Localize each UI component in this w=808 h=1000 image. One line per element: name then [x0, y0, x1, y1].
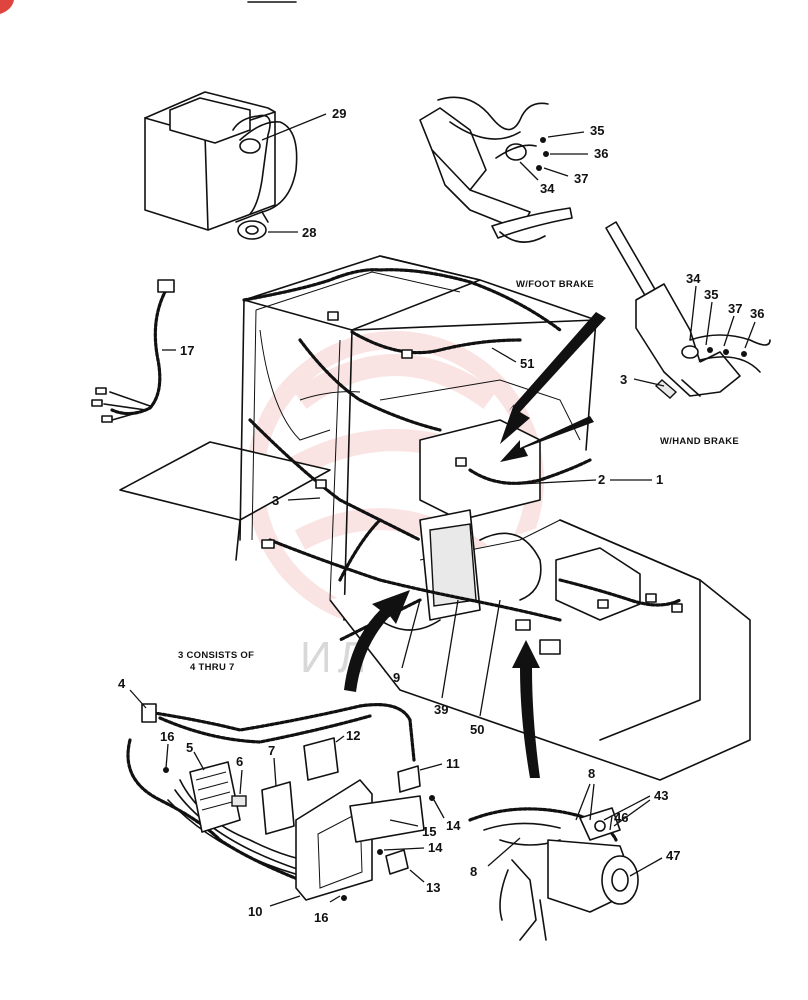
callout-10: 10 [248, 904, 262, 919]
callout-35-foot: 35 [590, 123, 604, 138]
arrow-hand-brake [500, 416, 594, 462]
harness-3-detail [126, 703, 435, 901]
callout-16-b: 16 [314, 910, 328, 925]
callout-1: 1 [656, 472, 663, 487]
callout-2: 2 [598, 472, 605, 487]
caption-hand-brake: W/HAND BRAKE [660, 436, 739, 447]
callout-43: 43 [654, 788, 668, 803]
caption-foot-brake: W/FOOT BRAKE [516, 279, 594, 290]
callout-36-foot: 36 [594, 146, 608, 161]
callout-9: 9 [393, 670, 400, 685]
callout-5: 5 [186, 740, 193, 755]
battery-assembly [144, 91, 298, 240]
callout-14-a: 14 [446, 818, 461, 833]
callout-7: 7 [268, 743, 275, 758]
callout-8-left: 8 [470, 864, 477, 879]
callout-17: 17 [180, 343, 194, 358]
starter-detail [468, 807, 639, 941]
callout-3-hand: 3 [620, 372, 627, 387]
caption-consists-2: 4 THRU 7 [190, 662, 235, 673]
callout-6: 6 [236, 754, 243, 769]
callout-4: 4 [118, 676, 126, 691]
callout-29: 29 [332, 106, 346, 121]
callout-34-hand: 34 [686, 271, 701, 286]
hand-brake-assembly [605, 221, 771, 399]
callout-37-foot: 37 [574, 171, 588, 186]
callout-14-b: 14 [428, 840, 443, 855]
cab-structure [119, 255, 751, 781]
callout-37-hand: 37 [728, 301, 742, 316]
callout-50: 50 [470, 722, 484, 737]
callout-12: 12 [346, 728, 360, 743]
callout-16-a: 16 [160, 729, 174, 744]
callout-47: 47 [666, 848, 680, 863]
foot-brake-assembly [419, 96, 573, 243]
arrow-starter [512, 640, 540, 778]
callout-36-hand: 36 [750, 306, 764, 321]
caption-consists-1: 3 CONSISTS OF [178, 650, 254, 661]
callout-13: 13 [426, 880, 440, 895]
leader-29 [261, 113, 327, 141]
callout-35-hand: 35 [704, 287, 718, 302]
callout-46: 46 [614, 810, 628, 825]
callout-8-top: 8 [588, 766, 595, 781]
harness-17 [91, 279, 175, 423]
callout-3-cab: 3 [272, 493, 279, 508]
callout-28: 28 [302, 225, 316, 240]
callout-39: 39 [434, 702, 448, 717]
callout-15: 15 [422, 824, 436, 839]
arrow-foot-brake [500, 312, 606, 444]
arrow-harness-3 [344, 590, 410, 692]
callout-51: 51 [520, 356, 534, 371]
callout-34-foot: 34 [540, 181, 555, 196]
corner-mark [0, 0, 14, 14]
callout-11: 11 [446, 756, 460, 771]
